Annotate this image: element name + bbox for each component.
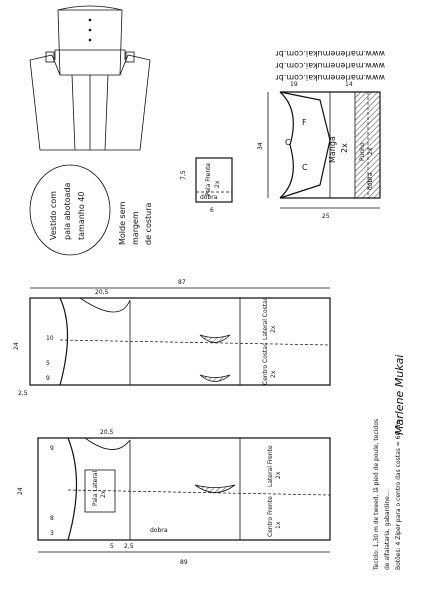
back-dim-width: 20,5 (95, 289, 109, 296)
sleeve-dim-length: 34 (257, 142, 264, 150)
back-dim-10: 10 (46, 335, 54, 342)
front-dim-8: 8 (50, 515, 54, 522)
front-fold-label: dobra (150, 527, 168, 534)
sleeve-qty: 2x (340, 143, 349, 153)
title-line-3: tamanho 40 (77, 192, 86, 241)
cuff-fold: dobra (367, 172, 374, 190)
cuff-label: Punho (359, 142, 366, 161)
title-bubble: Vestido com pala abotoada tamanho 40 (29, 164, 111, 256)
back-dim-2-5: 2,5 (18, 390, 28, 397)
pala-frente-piece: Pala Frente 2x dobra 7,5 6 (180, 157, 233, 214)
back-dim-5: 5 (46, 360, 50, 367)
sleeve-dim-top-1: 19 (290, 81, 298, 88)
back-centro-label: Centro Costas (262, 343, 269, 385)
back-dim-9: 9 (46, 375, 50, 382)
title-line-1: Vestido com (49, 191, 58, 240)
website-urls: www.marlenemukai.com.br www.marlenemukai… (275, 49, 385, 82)
front-lateral-qty: 2x (275, 471, 282, 479)
sleeve-letter-c1: C (302, 163, 308, 172)
back-lateral-label: Lateral Costas (262, 297, 269, 340)
fabric-line-3: Botões: 4 Zíper para o centro das costas… (395, 420, 402, 570)
front-dim-width: 20,5 (100, 429, 114, 436)
sleeve-pattern: Manga 2x Punho 2x dobra F C C 34 25 19 1… (257, 81, 381, 220)
sleeve-label: Manga (328, 136, 337, 163)
front-dim-2-5: 2,5 (124, 543, 134, 550)
back-dim-length: 87 (178, 279, 186, 286)
front-centro-label: Centro Frente (267, 496, 274, 537)
front-pattern: Pala Lateral 2x Lateral Frente 2x Centro… (17, 429, 331, 566)
sleeve-letter-f: F (302, 118, 307, 127)
pala-frente-dim-2: 6 (210, 207, 214, 214)
pala-frente-dim-1: 7,5 (180, 170, 187, 180)
url-line-2: www.marlenemukai.com.br (275, 61, 385, 70)
sleeve-dim-top-2: 14 (345, 81, 353, 88)
back-pattern: Lateral Costas 2x Centro Costas 2x 87 20… (13, 279, 331, 397)
note-line-3: de costura (144, 203, 153, 246)
pala-frente-fold: dobra (200, 194, 218, 201)
back-dim-24: 24 (13, 342, 20, 350)
back-lateral-qty: 2x (270, 325, 277, 333)
back-centro-qty: 2x (270, 370, 277, 378)
front-dim-3: 3 (50, 530, 54, 537)
front-dim-length: 89 (180, 559, 188, 566)
note-line-2: margem (131, 211, 140, 245)
sleeve-dim-width: 25 (322, 213, 330, 220)
pala-frente-label: Pala Frente (205, 163, 212, 196)
url-line-3: www.marlenemukai.com.br (275, 49, 385, 58)
fabric-line-2: de alfaiataria, gabardine... (384, 490, 391, 570)
url-line-1: www.marlenemukai.com.br (275, 73, 385, 82)
sleeve-letter-c2: C (285, 138, 291, 147)
title-line-2: pala abotoada (63, 182, 72, 240)
cuff-qty: 2x (367, 147, 374, 155)
dress-illustration (29, 5, 151, 151)
signature: Marlene Mukai (393, 355, 406, 435)
pala-frente-qty: 2x (214, 180, 221, 188)
front-lateral-label: Lateral Frente (267, 445, 274, 487)
front-dim-9: 9 (50, 445, 54, 452)
fabric-line-1: Tecido: 1,30 m de tweed, lã pied de poul… (373, 419, 380, 571)
note-line-1: Molde sem (118, 201, 127, 245)
signature-text: Marlene Mukai (393, 355, 406, 435)
front-pala-qty: 2x (100, 490, 107, 498)
fabric-note: Tecido: 1,30 m de tweed, lã pied de poul… (373, 419, 402, 571)
front-dim-5: 5 (110, 543, 114, 550)
front-pala-label: Pala Lateral (92, 471, 99, 506)
front-centro-qty: 1x (275, 521, 282, 529)
seam-note: Molde sem margem de costura (118, 201, 153, 245)
front-dim-24: 24 (17, 487, 24, 495)
